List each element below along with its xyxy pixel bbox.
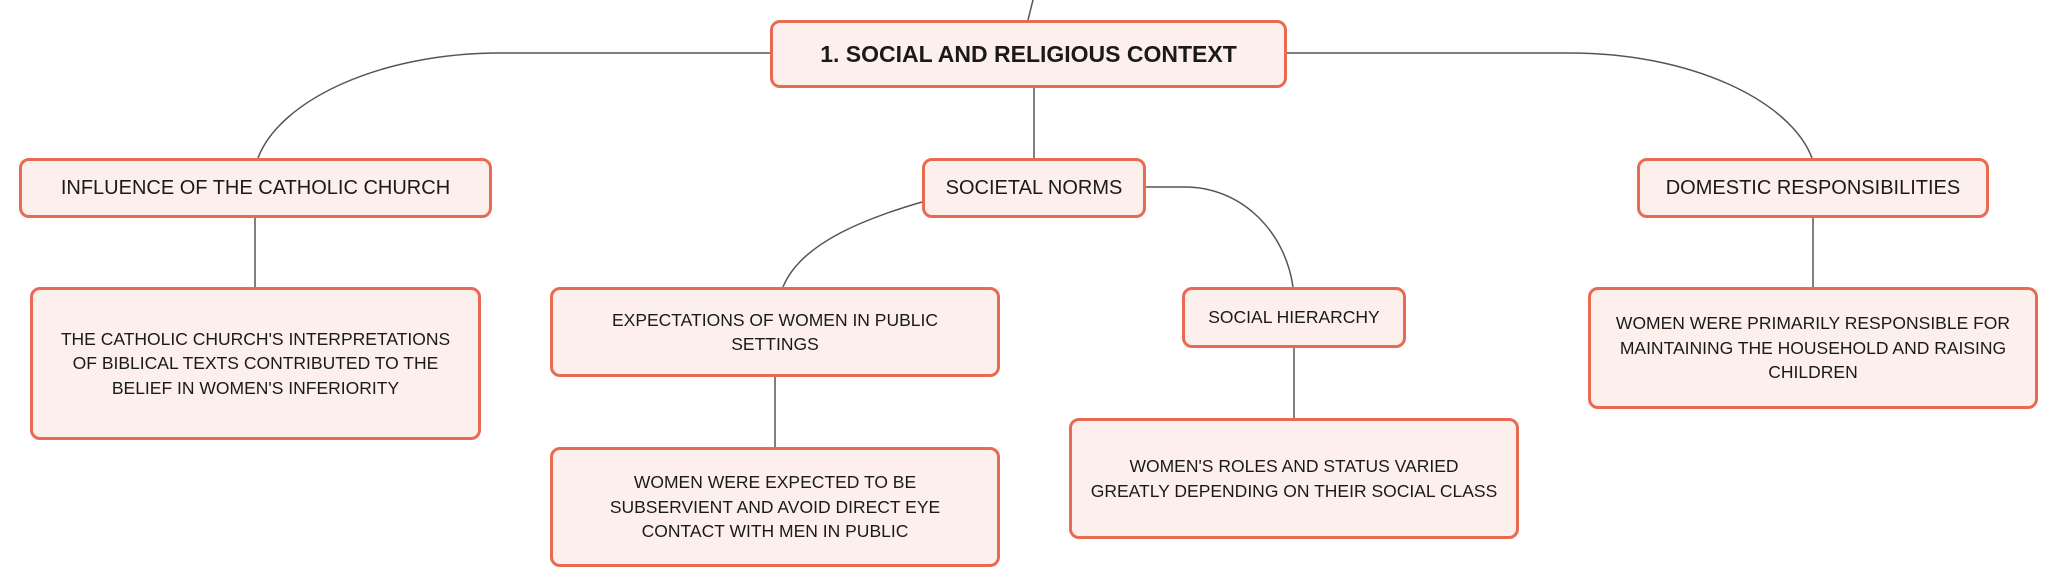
node-label: INFLUENCE OF THE CATHOLIC CHURCH bbox=[60, 177, 451, 199]
node-label: THE CATHOLIC CHURCH'S INTERPRETATIONS OF… bbox=[60, 328, 451, 398]
node-roles-varied-by-class[interactable]: WOMEN'S ROLES AND STATUS VARIED GREATLY … bbox=[1069, 418, 1519, 539]
connector-norms-to-hierarchy bbox=[1145, 186, 1294, 288]
node-catholic-church-interpretations[interactable]: THE CATHOLIC CHURCH'S INTERPRETATIONS OF… bbox=[30, 287, 481, 440]
node-social-hierarchy[interactable]: SOCIAL HIERARCHY bbox=[1182, 287, 1406, 348]
root-node-label: 1. SOCIAL AND RELIGIOUS CONTEXT bbox=[820, 40, 1237, 67]
node-household-responsibility[interactable]: WOMEN WERE PRIMARILY RESPONSIBLE FOR MAI… bbox=[1588, 287, 2038, 409]
node-label: EXPECTATIONS OF WOMEN IN PUBLIC SETTINGS bbox=[611, 309, 939, 355]
node-expectations-public-settings[interactable]: EXPECTATIONS OF WOMEN IN PUBLIC SETTINGS bbox=[550, 287, 1000, 377]
node-label: WOMEN WERE PRIMARILY RESPONSIBLE FOR MAI… bbox=[1615, 313, 2011, 383]
node-label: WOMEN'S ROLES AND STATUS VARIED GREATLY … bbox=[1090, 456, 1498, 501]
connector-root-to-church bbox=[257, 52, 770, 159]
node-label: WOMEN WERE EXPECTED TO BE SUBSERVIENT AN… bbox=[609, 472, 941, 542]
connector-norms-to-expectations bbox=[782, 201, 923, 288]
node-domestic-responsibilities[interactable]: DOMESTIC RESPONSIBILITIES bbox=[1637, 158, 1989, 218]
node-women-subservient[interactable]: WOMEN WERE EXPECTED TO BE SUBSERVIENT AN… bbox=[550, 447, 1000, 567]
node-influence-catholic-church[interactable]: INFLUENCE OF THE CATHOLIC CHURCH bbox=[19, 158, 492, 218]
root-node[interactable]: 1. SOCIAL AND RELIGIOUS CONTEXT bbox=[770, 20, 1287, 88]
node-societal-norms[interactable]: SOCIETAL NORMS bbox=[922, 158, 1146, 218]
connector-parent-to-root bbox=[1027, 0, 1034, 21]
node-label: SOCIETAL NORMS bbox=[945, 177, 1123, 199]
node-label: DOMESTIC RESPONSIBILITIES bbox=[1665, 177, 1961, 199]
node-label: SOCIAL HIERARCHY bbox=[1208, 307, 1380, 328]
connector-root-to-domestic bbox=[1287, 52, 1813, 159]
